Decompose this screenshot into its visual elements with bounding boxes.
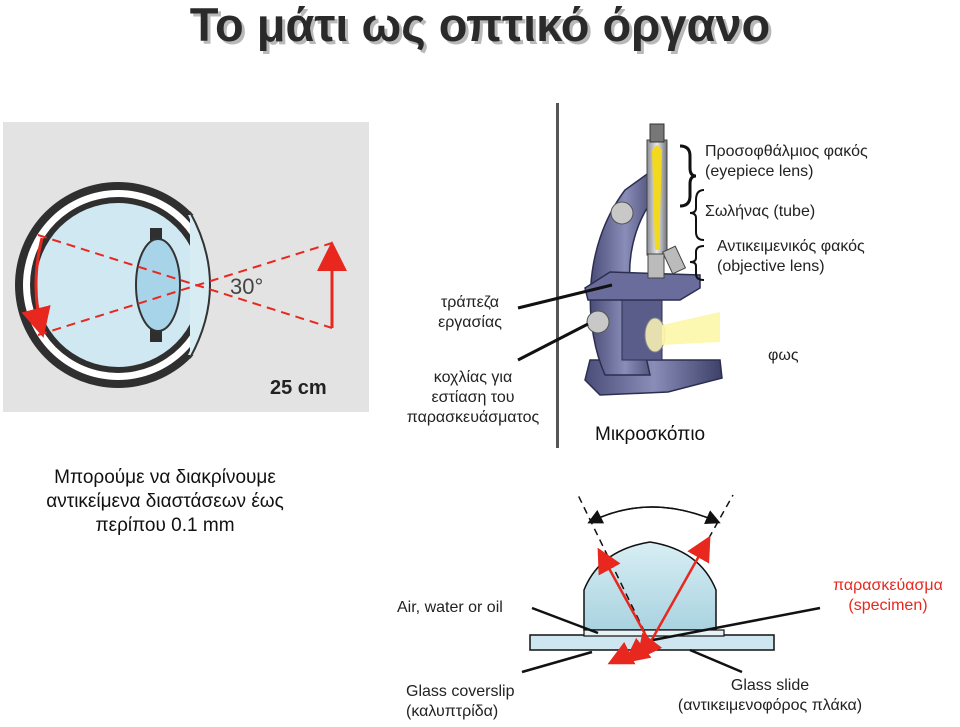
coverslip-label: Glass coverslip (καλυπτρίδα) [406, 683, 515, 720]
resolution-line-3: περίπου 0.1 mm [95, 515, 235, 536]
specimen-label: παρασκεύασμα (specimen) [833, 577, 943, 614]
medium-label-line [531, 606, 599, 635]
ray-top [37, 242, 333, 336]
ray-bottom [37, 234, 333, 329]
ray-reflected-3 [636, 632, 663, 660]
tube-brace [689, 189, 705, 241]
microscope-caption: Μικροσκόπιο [595, 424, 706, 445]
front-lens [583, 541, 717, 631]
slide-label: Glass slide (αντικειμενοφόρος πλάκα) [677, 677, 863, 714]
specimen-label-line [652, 606, 821, 642]
eye-diagram [3, 122, 369, 412]
resolution-line-1: Μπορούμε να διακρίνουμε [54, 467, 276, 488]
eyepiece-label: Προσοφθάλμιος φακός (eyepiece lens) [705, 143, 868, 180]
focus-knob-label: κοχλίας για εστίαση του παρασκευάσματος [406, 369, 540, 426]
light-beam [662, 312, 720, 345]
resolution-text: Μπορούμε να διακρίνουμε αντικείμενα διασ… [0, 466, 330, 538]
page-title: Το μάτι ως οπτικό όργανο [189, 0, 771, 51]
ray-left [597, 547, 652, 644]
objective-lens [647, 253, 665, 279]
coarse-focus-knob [610, 201, 634, 225]
eye-lens [135, 238, 181, 332]
eye-angle-label: 30° [230, 274, 264, 299]
optical-path [652, 145, 662, 250]
microscope-frame-left [556, 103, 559, 448]
objective-label: Αντικειμενικός φακός (objective lens) [717, 238, 865, 275]
slide-label-line [689, 648, 743, 674]
ray-right [648, 535, 711, 644]
coverslip-label-line [521, 650, 593, 674]
microscope-stage [584, 271, 701, 301]
objective-cross-section [521, 494, 821, 674]
resolution-line-2: αντικείμενα διαστάσεων έως [46, 491, 284, 512]
tube-label: Σωλήνας (tube) [705, 203, 816, 220]
fine-focus-knob [586, 310, 610, 334]
retina-image-arrow [21, 237, 51, 338]
eyepiece-brace [679, 144, 697, 208]
objective-brace [689, 245, 705, 281]
eye-distance-label: 25 cm [270, 377, 327, 399]
light-label: φως [768, 347, 799, 364]
stage-label: τράπεζα εργασίας [438, 294, 502, 331]
stage-label-line [517, 283, 613, 310]
medium-label: Air, water or oil [397, 599, 503, 616]
focus-label-line [517, 322, 589, 362]
microscope-eyepiece [649, 123, 665, 143]
objective-turret [661, 245, 687, 275]
microscope-illustration [517, 103, 723, 448]
